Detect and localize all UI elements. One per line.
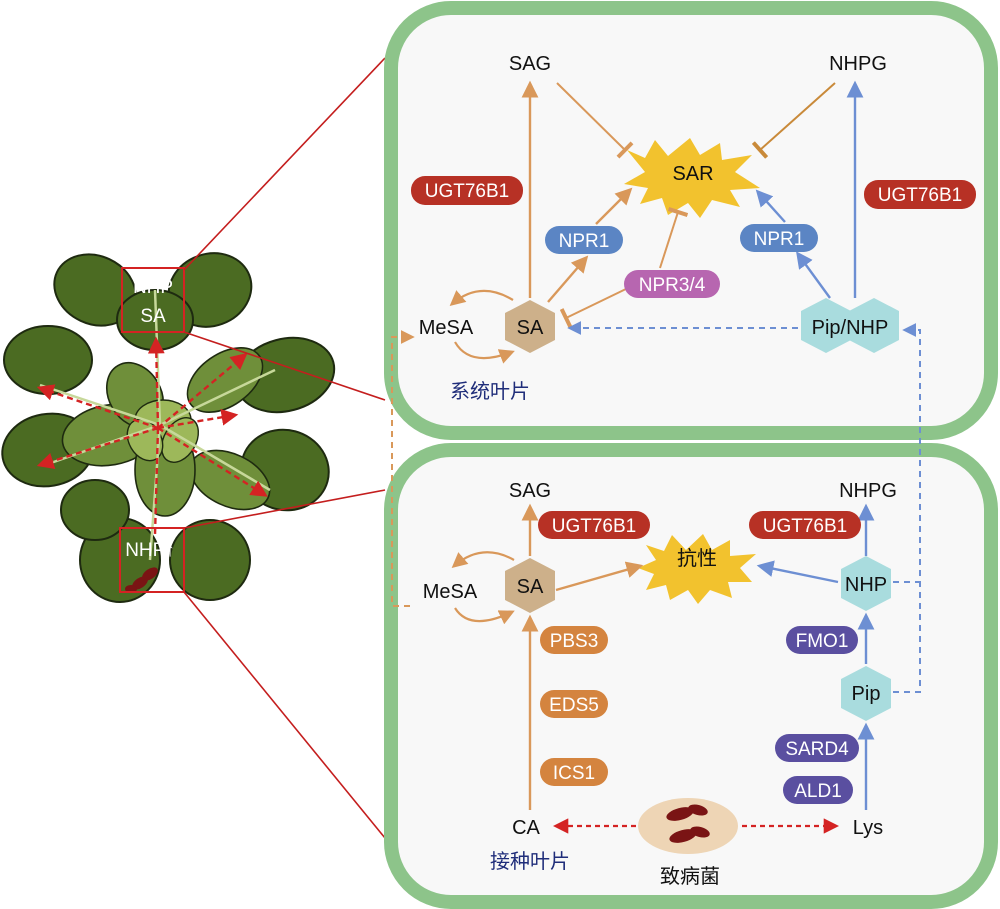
inoculated-pip-label: Pip bbox=[852, 683, 881, 705]
inoculated-nhp-hexagon bbox=[841, 556, 891, 611]
inoculated-nhp-label: NHP bbox=[845, 574, 887, 596]
systemic-sag-label: SAG bbox=[509, 53, 551, 75]
sar-star bbox=[624, 138, 760, 218]
npr1-to-sar-arrow-left bbox=[595, 187, 633, 225]
lys-label: Lys bbox=[853, 817, 883, 839]
inoculated-nhpg-label: NHPG bbox=[839, 480, 897, 502]
plant-sa-label: SA bbox=[140, 306, 166, 327]
sa-to-mesa-arrow bbox=[449, 289, 514, 307]
pathogen-icon bbox=[666, 804, 710, 843]
ugt76b1-pill-systemic-right bbox=[864, 180, 976, 209]
pbs3-pill bbox=[540, 626, 608, 654]
npr1-label-left: NPR1 bbox=[559, 231, 610, 252]
npr1-label-right: NPR1 bbox=[754, 229, 805, 250]
inoculated-sa-label: SA bbox=[517, 576, 544, 598]
pip-nhp-transport-dashed bbox=[893, 323, 921, 693]
npr34-inhibits-sa bbox=[559, 287, 629, 328]
inoculated-leaf-caption: 接种叶片 bbox=[490, 849, 570, 873]
resistance-star bbox=[638, 534, 756, 604]
ics1-pill bbox=[540, 758, 608, 786]
mesa-transport-dashed bbox=[391, 330, 415, 607]
npr1-to-sar-arrow-right bbox=[755, 189, 786, 223]
ugt76b1-label-systemic-right: UGT76B1 bbox=[878, 185, 962, 206]
systemic-sa-hexagon bbox=[505, 300, 555, 353]
systemic-signal-arrows bbox=[36, 336, 268, 536]
nhp-to-resistance-arrow bbox=[756, 560, 839, 584]
inoculated-mesa-label: MeSA bbox=[423, 581, 478, 603]
eds5-pill bbox=[540, 690, 608, 718]
npr34-label: NPR3/4 bbox=[639, 275, 706, 296]
ca-label: CA bbox=[512, 817, 540, 839]
systemic-leaf-panel: SAR SAG NHPG UGT76B1 UGT76B1 NPR1 NPR3/4… bbox=[384, 1, 998, 440]
sa-to-resistance-arrow bbox=[555, 561, 644, 592]
sar-label: SAR bbox=[672, 163, 713, 185]
inoculated-leaf-box bbox=[119, 527, 185, 593]
systemic-leaf-box bbox=[121, 267, 185, 333]
systemic-pip-hexagon bbox=[801, 298, 851, 353]
pathogen-label: 致病菌 bbox=[660, 864, 720, 888]
ugt76b1-label-inoc-left: UGT76B1 bbox=[552, 516, 636, 537]
arabidopsis-plant: NHP SA NHP↑ bbox=[1, 252, 336, 603]
sard4-pill bbox=[775, 734, 859, 762]
ugt76b1-label-systemic-left: UGT76B1 bbox=[425, 181, 509, 202]
npr1-pill-right bbox=[740, 224, 818, 252]
ald1-label: ALD1 bbox=[794, 781, 842, 802]
systemic-sa-label: SA bbox=[517, 317, 544, 339]
inoculated-leaf-panel: SAG NHPG UGT76B1 UGT76B1 抗性 SA MeSA NHP … bbox=[384, 443, 998, 909]
systemic-pip-nhp-label: Pip/NHP bbox=[812, 317, 889, 339]
resistance-label: 抗性 bbox=[677, 547, 717, 570]
plant-nhp-up-label: NHP↑ bbox=[125, 540, 175, 561]
fmo1-label: FMO1 bbox=[796, 631, 849, 652]
ugt76b1-label-inoc-right: UGT76B1 bbox=[763, 516, 847, 537]
ugt76b1-pill-inoc-left bbox=[538, 511, 650, 539]
ald1-pill bbox=[783, 776, 853, 804]
fmo1-pill bbox=[786, 626, 858, 654]
nhpg-inhibits-sar bbox=[751, 82, 836, 159]
npr34-pill bbox=[624, 270, 720, 298]
plant-nhp-label: NHP bbox=[133, 277, 173, 298]
sag-inhibits-sar bbox=[556, 82, 634, 159]
systemic-nhpg-label: NHPG bbox=[829, 53, 887, 75]
zoom-lines bbox=[183, 57, 386, 839]
inoculated-pip-hexagon bbox=[841, 666, 891, 721]
mesa-to-sa-arrow bbox=[454, 341, 515, 364]
nhp-to-npr1-arrow bbox=[796, 251, 831, 299]
inoc-mesa-to-sa-arrow bbox=[454, 607, 515, 625]
systemic-leaf-caption: 系统叶片 bbox=[450, 379, 530, 403]
inoc-sa-to-mesa-arrow bbox=[451, 551, 515, 569]
systemic-nhp-hexagon bbox=[849, 298, 899, 353]
pathogen-ellipse bbox=[638, 798, 738, 854]
sard4-label: SARD4 bbox=[785, 739, 849, 760]
inoculated-sa-hexagon bbox=[505, 558, 555, 613]
systemic-mesa-label: MeSA bbox=[419, 317, 474, 339]
sa-to-npr1-arrow bbox=[547, 255, 589, 303]
npr1-pill-left bbox=[545, 226, 623, 254]
pbs3-label: PBS3 bbox=[550, 631, 599, 652]
inoculated-sag-label: SAG bbox=[509, 480, 551, 502]
eds5-label: EDS5 bbox=[549, 695, 599, 716]
ics1-label: ICS1 bbox=[553, 763, 595, 784]
npr34-inhibits-sar bbox=[659, 207, 689, 269]
ugt76b1-pill-systemic-left bbox=[411, 176, 523, 205]
ugt76b1-pill-inoc-right bbox=[749, 511, 861, 539]
